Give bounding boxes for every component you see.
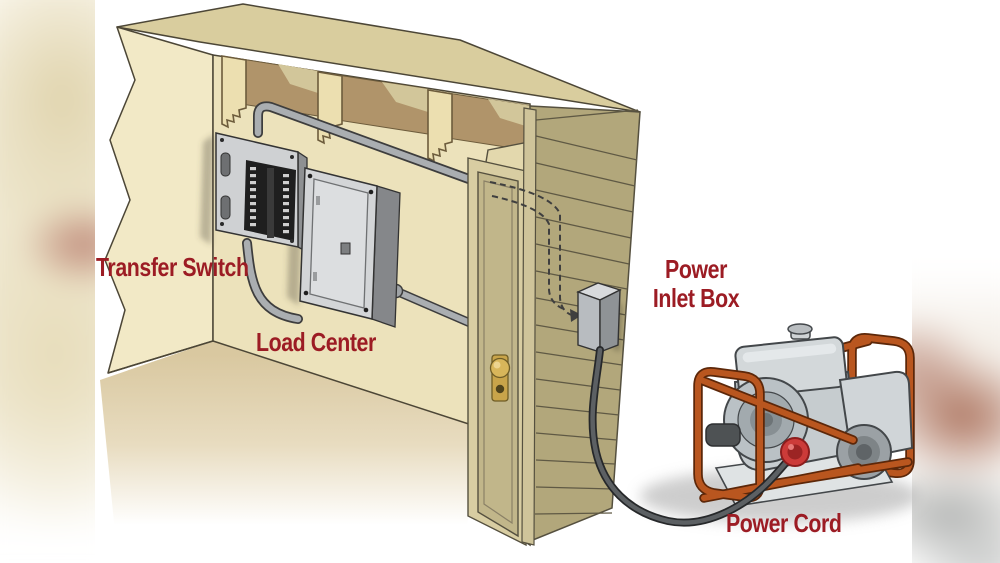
transfer-switch-panel (215, 132, 308, 254)
power-inlet-box (576, 282, 622, 354)
floor (100, 341, 480, 563)
power-cord (588, 346, 798, 527)
label-power-cord: Power Cord (726, 508, 842, 538)
load-center-panel (299, 167, 401, 328)
hidden-wiring-dashed (489, 181, 575, 317)
label-power-inlet-box-line2: Inlet Box (652, 283, 740, 314)
roof (116, 3, 641, 162)
generator (693, 323, 915, 507)
corner-trim (521, 107, 537, 546)
label-power-inlet-box: Power Inlet Box (647, 254, 745, 314)
breaker-switches (250, 167, 289, 238)
label-power-inlet-box-line1: Power (665, 254, 727, 284)
door (467, 157, 527, 547)
left-blur-strip (0, 0, 95, 563)
right-blur-strip (912, 0, 1000, 563)
label-transfer-switch: Transfer Switch (96, 252, 249, 282)
doorknob (489, 354, 511, 402)
plug-connector (780, 437, 810, 467)
generator-frame-front (693, 367, 913, 503)
label-load-center: Load Center (256, 327, 376, 357)
